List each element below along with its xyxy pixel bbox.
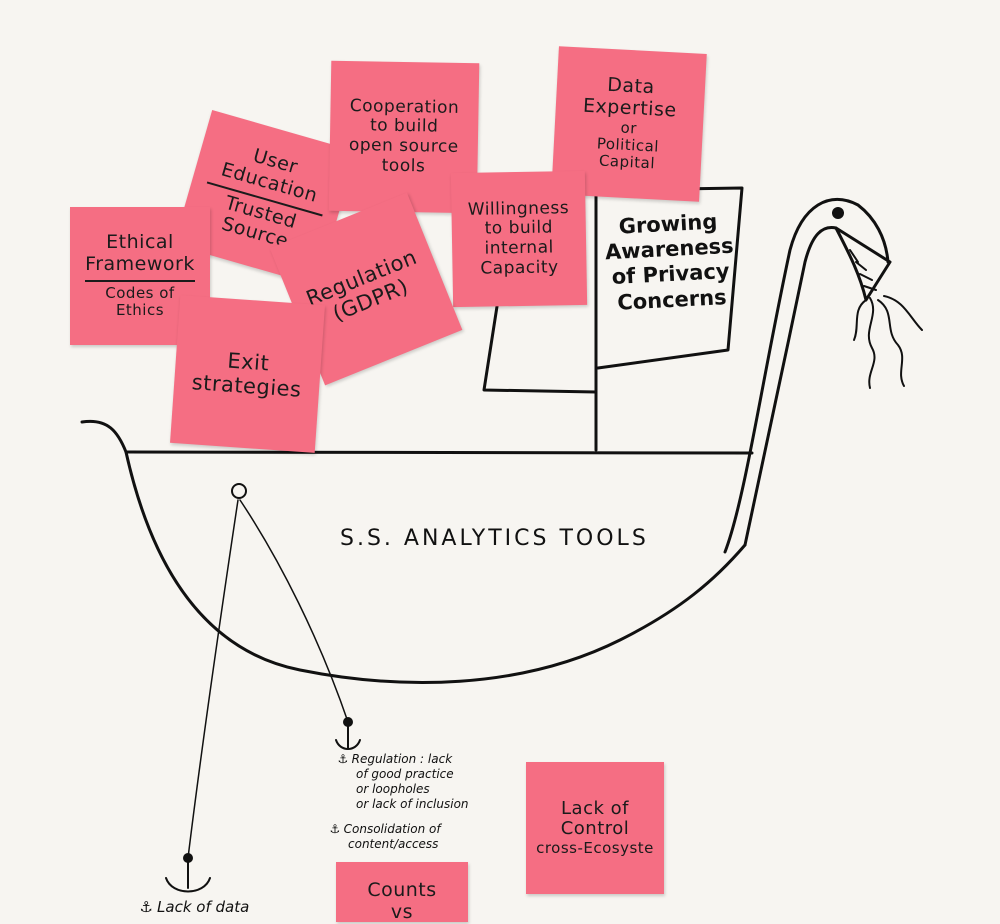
- anchor-mini-icon: ⚓: [330, 822, 340, 836]
- anchor-note-lack-of-data: ⚓ Lack of data: [140, 898, 249, 916]
- anchor-note-line: Consolidation of: [343, 822, 441, 836]
- note-line: open source: [348, 135, 459, 157]
- boat-label: S.S. ANALYTICS TOOLS: [340, 526, 649, 551]
- note-line: Cooperation: [349, 95, 460, 118]
- anchor-line-left: [187, 499, 239, 859]
- anchor-note-regulation: ⚓ Regulation : lack of good practice or …: [338, 752, 498, 812]
- anchor-note-line: or lack of inclusion: [356, 797, 469, 811]
- anchor-line-right: [239, 499, 349, 723]
- swan-neck: [723, 197, 890, 554]
- note-line: internal: [484, 237, 554, 259]
- sticky-counts: Counts vs: [336, 862, 468, 923]
- sail-text: Growing Awareness of Privacy Concerns: [602, 209, 737, 316]
- anchor-note-line: Regulation : lack: [351, 752, 453, 766]
- note-line: Counts: [367, 879, 437, 901]
- note-divider: [84, 280, 196, 283]
- note-line: Control: [560, 818, 630, 840]
- seaweed: [867, 297, 876, 389]
- note-line: to build: [369, 115, 439, 138]
- anchor-mini-icon: ⚓: [140, 898, 153, 916]
- anchor-left: [165, 857, 211, 893]
- anchor-mini-icon: ⚓: [338, 752, 348, 766]
- anchor-note-consolidation: ⚓ Consolidation of content/access: [330, 822, 500, 852]
- note-line: Exit: [226, 348, 271, 376]
- note-line: Framework: [85, 253, 195, 276]
- note-line: strategies: [191, 370, 303, 402]
- note-line: cross-Ecosyste: [536, 839, 654, 858]
- note-line: Ethics: [115, 301, 165, 320]
- note-line: to build: [484, 217, 554, 240]
- note-line: Codes of: [105, 284, 175, 303]
- note-line: Capital: [598, 151, 656, 173]
- boat-hull: [80, 419, 747, 684]
- note-line: tools: [381, 155, 426, 176]
- sticky-lack-of-control: Lack of Control cross-Ecosyste: [526, 762, 664, 894]
- swan-neck-inner: [743, 225, 838, 547]
- note-line: Willingness: [467, 198, 570, 220]
- anchor-note-line: content/access: [348, 837, 439, 851]
- note-line: Lack of: [561, 797, 629, 819]
- note-line: vs: [390, 900, 414, 923]
- hook-ring: [231, 483, 247, 499]
- sticky-willingness: Willingness to build internal Capacity: [450, 170, 588, 308]
- back-sail: [482, 298, 598, 394]
- anchor-note-line: of good practice: [356, 767, 454, 781]
- anchor-note-line: Lack of data: [157, 898, 250, 916]
- sticky-exit-strategies: Exit strategies: [170, 295, 325, 453]
- anchor-note-line: or loopholes: [356, 782, 430, 796]
- boat-deck: [124, 450, 754, 455]
- note-line: Ethical: [106, 231, 174, 254]
- note-line: Capacity: [480, 256, 559, 279]
